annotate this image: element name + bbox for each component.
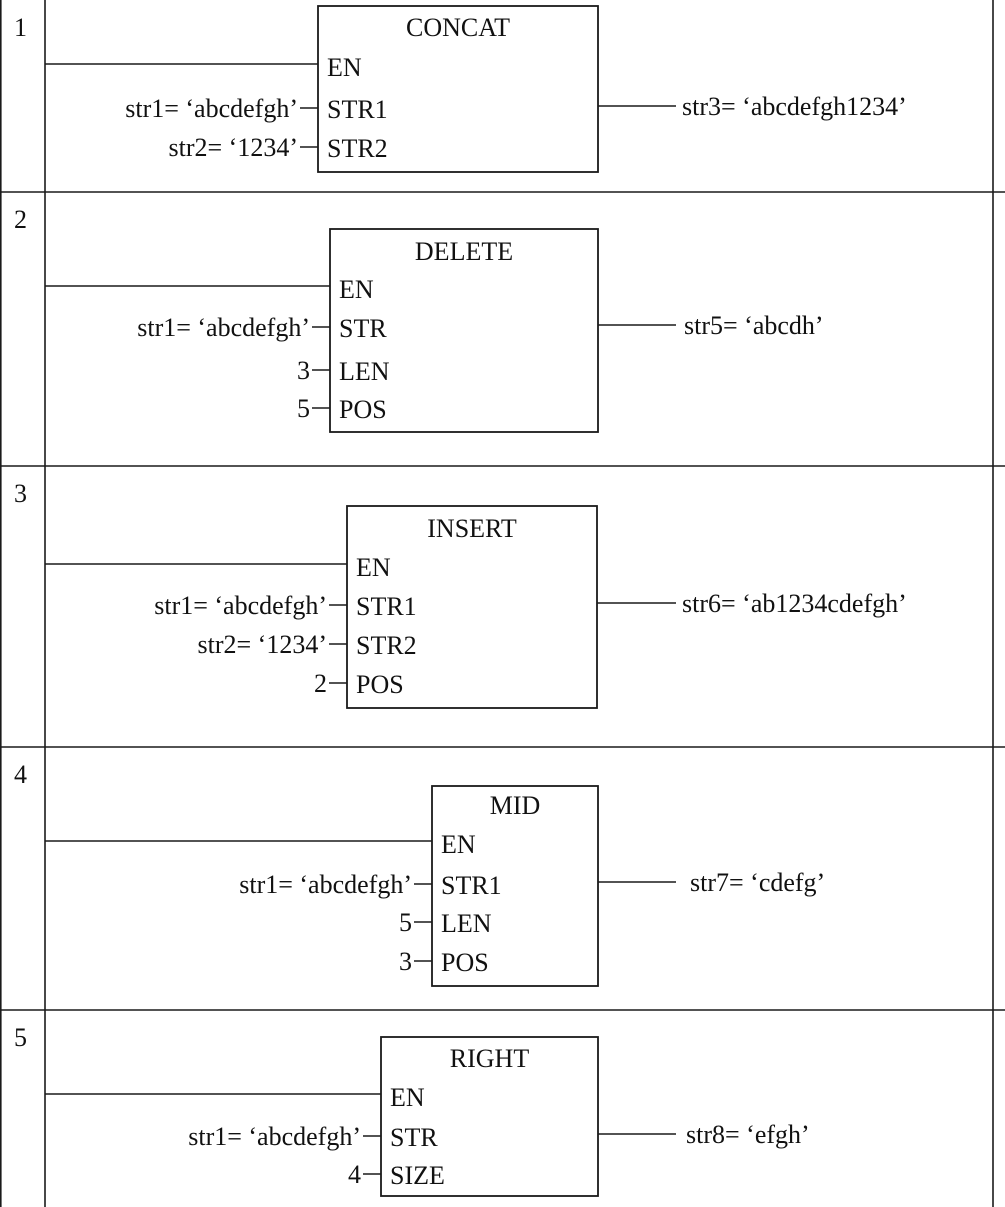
input-value-pos: 2 [314, 669, 327, 698]
rung-number: 1 [14, 13, 27, 42]
pin-label-str2: STR2 [356, 631, 417, 660]
function-block-insert [346, 505, 598, 709]
pin-label-str1: STR1 [327, 95, 388, 124]
pin-label-str1: STR1 [356, 592, 417, 621]
output-value: str3= ‘abcdefgh1234’ [682, 92, 907, 121]
pin-label-pos: POS [339, 395, 387, 424]
pin-label-str: STR [390, 1123, 438, 1152]
function-block-title: CONCAT [406, 13, 510, 42]
function-block-title: INSERT [427, 514, 517, 543]
pin-label-len: LEN [441, 909, 492, 938]
function-block-right [380, 1036, 599, 1197]
pin-label-str2: STR2 [327, 134, 388, 163]
input-value-str1: str1= ‘abcdefgh’ [154, 591, 327, 620]
pin-label-len: LEN [339, 357, 390, 386]
pin-label-pos: POS [441, 948, 489, 977]
input-value-str: str1= ‘abcdefgh’ [137, 313, 310, 342]
output-value: str7= ‘cdefg’ [690, 868, 825, 897]
function-block-title: MID [490, 791, 541, 820]
input-value-str: str1= ‘abcdefgh’ [188, 1122, 361, 1151]
input-value-pos: 3 [399, 947, 412, 976]
function-block-mid [431, 785, 599, 987]
function-block-title: RIGHT [450, 1044, 530, 1073]
output-value: str6= ‘ab1234cdefgh’ [682, 589, 907, 618]
input-value-pos: 5 [297, 394, 310, 423]
pin-label-en: EN [327, 53, 362, 82]
input-value-str2: str2= ‘1234’ [169, 133, 298, 162]
pin-label-en: EN [441, 830, 476, 859]
function-block-title: DELETE [415, 237, 513, 266]
pin-label-str: STR [339, 314, 387, 343]
input-value-size: 4 [348, 1160, 361, 1189]
pin-label-en: EN [356, 553, 391, 582]
pin-label-en: EN [390, 1083, 425, 1112]
pin-label-pos: POS [356, 670, 404, 699]
rung-number: 3 [14, 479, 27, 508]
input-value-str1: str1= ‘abcdefgh’ [125, 94, 298, 123]
output-value: str5= ‘abcdh’ [684, 311, 824, 340]
rung-number: 2 [14, 205, 27, 234]
rung-number: 4 [14, 760, 27, 789]
pin-label-size: SIZE [390, 1161, 445, 1190]
rung-number: 5 [14, 1023, 27, 1052]
rung-1: 1 CONCAT EN STR1 str1= ‘abcdefgh’ STR2 str2= ‘… [0, 5, 1005, 193]
input-value-len: 5 [399, 908, 412, 937]
output-value: str8= ‘efgh’ [686, 1120, 810, 1149]
function-block-delete [329, 228, 599, 433]
function-block-concat [317, 5, 599, 173]
pin-label-str1: STR1 [441, 871, 502, 900]
input-value-str1: str1= ‘abcdefgh’ [239, 870, 412, 899]
pin-label-en: EN [339, 275, 374, 304]
input-value-len: 3 [297, 356, 310, 385]
input-value-str2: str2= ‘1234’ [198, 630, 327, 659]
